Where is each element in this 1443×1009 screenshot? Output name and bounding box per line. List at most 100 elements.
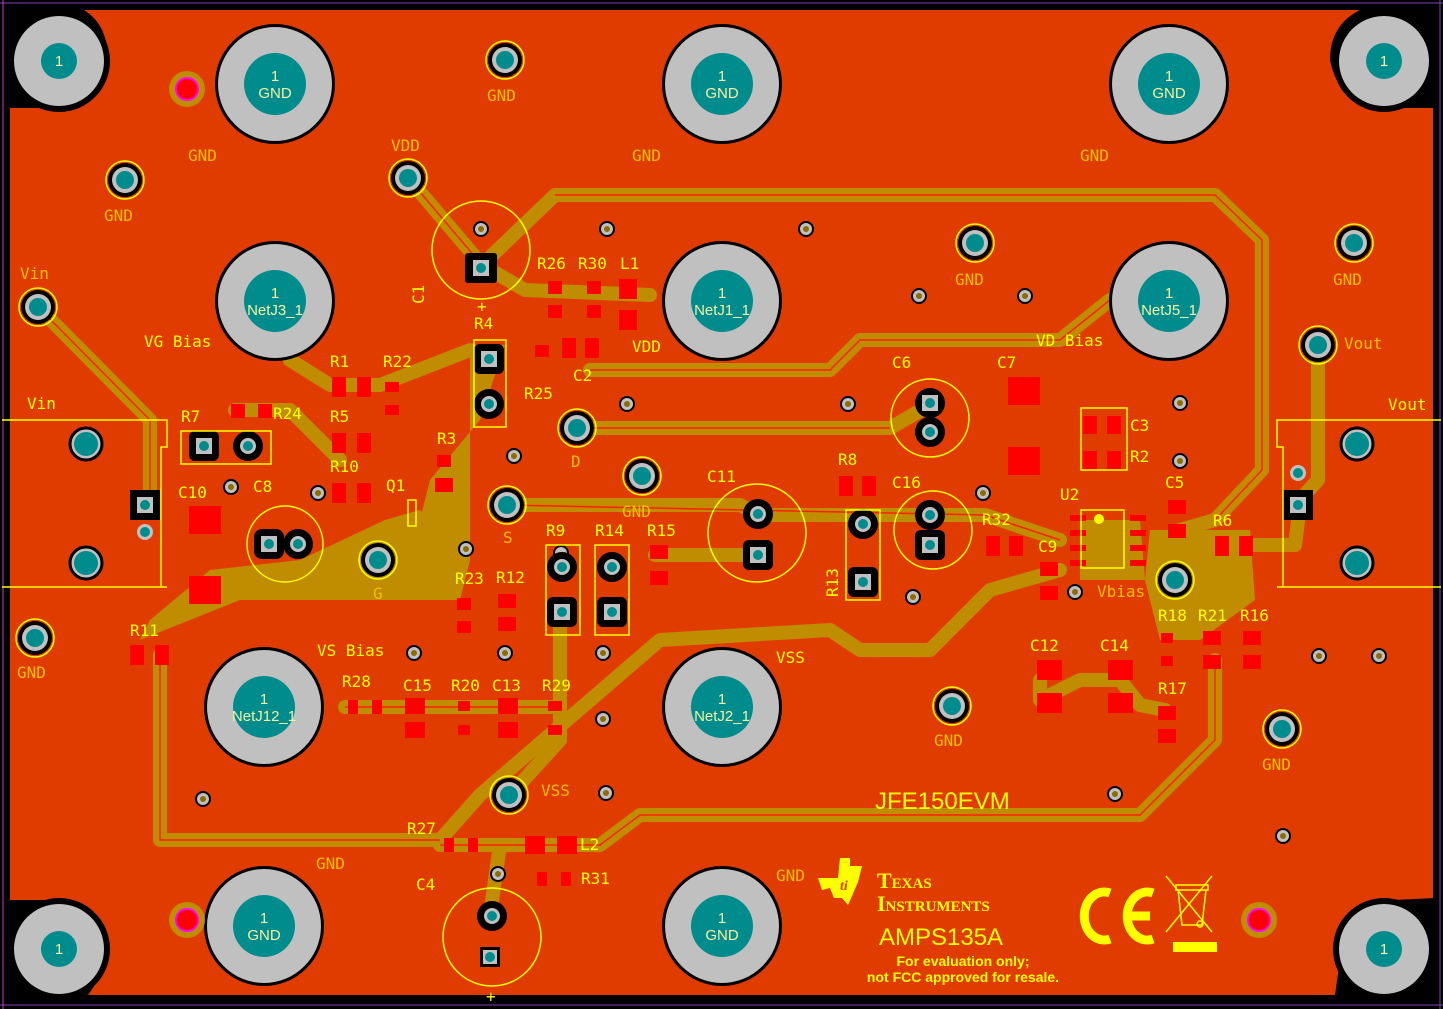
- mounting-hole: 1: [8, 10, 110, 112]
- designator: R11: [130, 621, 159, 640]
- designator: R9: [546, 521, 565, 540]
- designator: C1: [409, 285, 428, 304]
- designator: C16: [892, 473, 921, 492]
- section-label: VDD: [632, 337, 661, 356]
- mounting-hole-label: 1: [1380, 941, 1388, 958]
- test-point: GND: [485, 40, 525, 105]
- mounting-hole: 1: [1333, 10, 1435, 112]
- pad-net-name: GND: [247, 927, 281, 944]
- mounting-hole: 1: [8, 898, 110, 1000]
- test-point: GND: [15, 618, 55, 682]
- designator: C12: [1030, 636, 1059, 655]
- designator: R16: [1240, 606, 1269, 625]
- board-name: JFE150EVM: [875, 788, 1010, 815]
- svg-text:ti: ti: [840, 879, 848, 894]
- designator: R21: [1198, 606, 1227, 625]
- section-label: VG Bias: [144, 332, 211, 351]
- svg-text:+: +: [477, 297, 487, 316]
- test-point: GND: [622, 456, 662, 521]
- mounting-holes: 1 1 1 1: [8, 10, 1435, 1000]
- manufacturer-texas: Texas: [877, 868, 932, 893]
- pad-number: 1: [1165, 68, 1173, 85]
- test-point: Vout: [1298, 325, 1383, 365]
- net-label: GND: [188, 146, 217, 165]
- test-point-label: GND: [487, 86, 516, 105]
- test-point: GND: [1333, 223, 1374, 289]
- designator: C10: [178, 483, 207, 502]
- test-point-label: Vbias: [1097, 582, 1145, 601]
- test-point: S: [487, 485, 527, 547]
- test-point: VSS: [489, 775, 570, 815]
- mounting-hole: 1: [1333, 898, 1435, 1000]
- weee-bar: [1173, 942, 1217, 952]
- pad-net-name: NetJ3_1: [247, 302, 303, 319]
- designator: C2: [573, 366, 592, 385]
- test-point-label: Vin: [20, 264, 49, 283]
- designator: C8: [253, 477, 272, 496]
- pad-net-name: NetJ1_1: [694, 302, 750, 319]
- test-point: GND: [1262, 709, 1302, 774]
- pad-net-name: GND: [705, 85, 739, 102]
- pin1-marker: [1094, 514, 1104, 524]
- designator: C6: [892, 353, 911, 372]
- designator: U2: [1060, 485, 1079, 504]
- designator: R1: [330, 352, 349, 371]
- designator: R15: [647, 521, 676, 540]
- test-point: GND: [955, 223, 995, 289]
- test-point: GND: [104, 160, 145, 225]
- section-label: Vout: [1388, 395, 1427, 414]
- designator: R22: [383, 352, 412, 371]
- ce-mark-icon: [1079, 887, 1155, 945]
- designator: R4: [474, 314, 493, 333]
- designator: R3: [437, 429, 456, 448]
- net-label: GND: [316, 854, 345, 873]
- designator: R20: [451, 676, 480, 695]
- section-label: Vin: [27, 394, 56, 413]
- pad-number: 1: [1165, 285, 1173, 302]
- designator: C15: [403, 676, 432, 695]
- manufacturer-instruments: Instruments: [877, 891, 990, 916]
- designator: C7: [997, 353, 1016, 372]
- test-point-label: VDD: [391, 136, 420, 155]
- pad-number: 1: [271, 68, 279, 85]
- mounting-hole-label: 1: [55, 53, 63, 70]
- test-point-label: D: [571, 452, 581, 471]
- designator: C11: [707, 467, 736, 486]
- designator: R13: [823, 568, 842, 597]
- through-hole-pads: [68, 253, 1375, 967]
- pad-net-name: NetJ5_1: [1141, 302, 1197, 319]
- ti-logo-icon: ti: [818, 858, 862, 905]
- designator: R12: [496, 568, 525, 587]
- designator: R5: [330, 407, 349, 426]
- test-point-label: GND: [1333, 270, 1362, 289]
- designator: R8: [838, 450, 857, 469]
- designator: R10: [330, 457, 359, 476]
- pad-net-name: GND: [705, 927, 739, 944]
- mounting-hole-label: 1: [55, 941, 63, 958]
- test-point-label: S: [503, 528, 513, 547]
- silkscreen-outlines: [2, 200, 1441, 987]
- section-label: VSS: [776, 648, 805, 667]
- test-point-label: G: [373, 584, 383, 603]
- pad-number: 1: [718, 691, 726, 708]
- designator: R31: [581, 869, 610, 888]
- designator: R17: [1158, 679, 1187, 698]
- designator: C4: [416, 875, 435, 894]
- designator: L1: [620, 254, 639, 273]
- test-point-label: GND: [104, 206, 133, 225]
- pad-number: 1: [260, 691, 268, 708]
- designator: R26: [537, 254, 566, 273]
- designator: R32: [982, 510, 1011, 529]
